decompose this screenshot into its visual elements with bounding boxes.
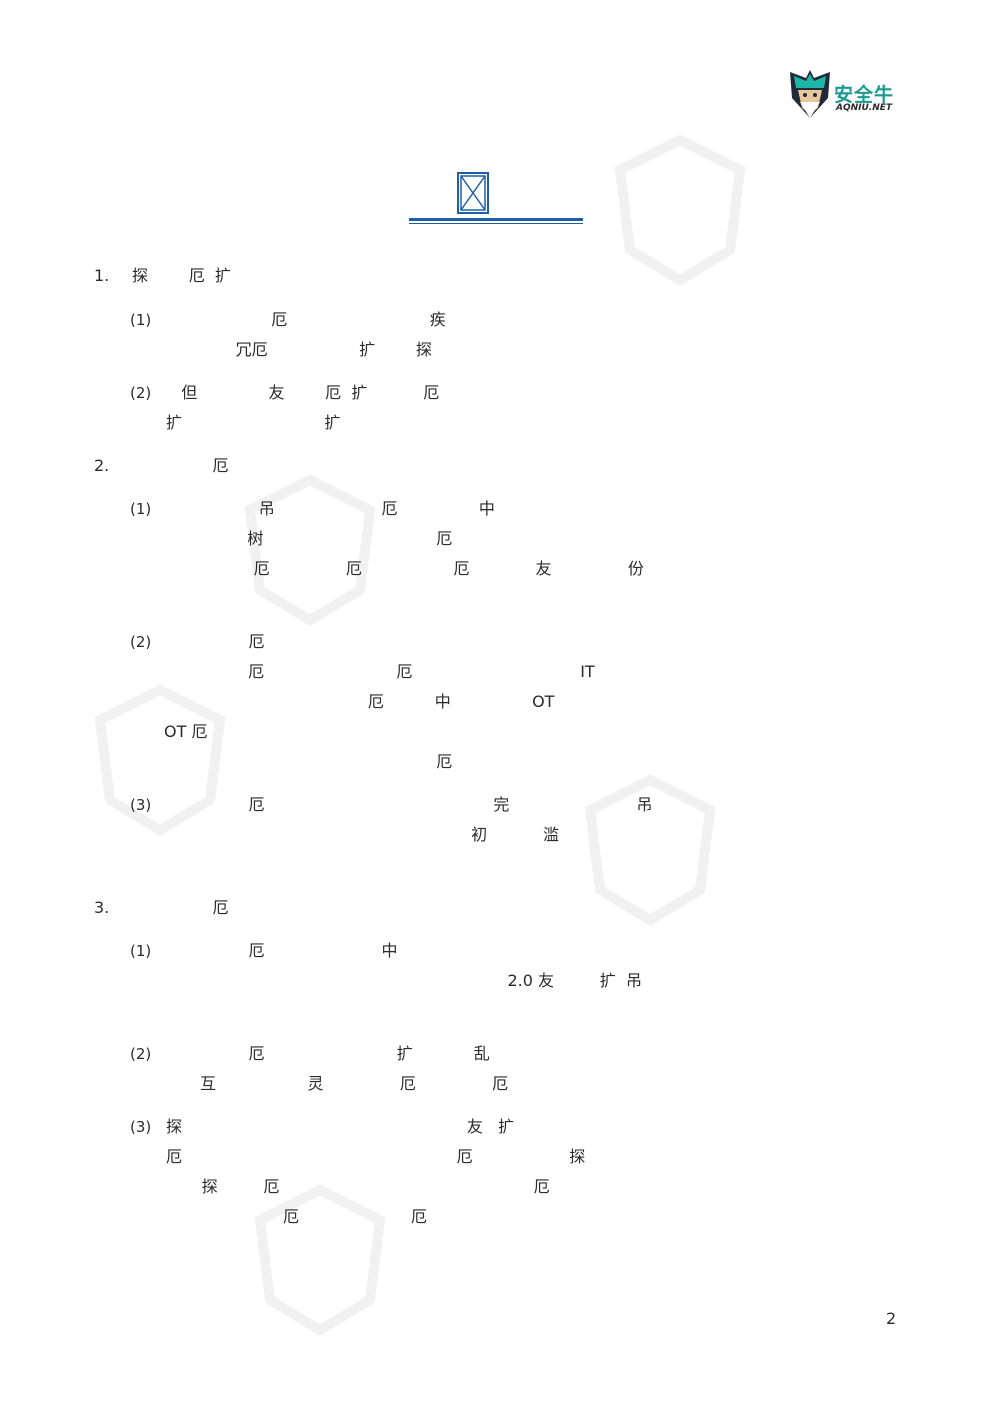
item-line: 厄 厄 IT: [182, 662, 600, 681]
page-number: 2: [886, 1309, 897, 1328]
item-number: (1): [130, 311, 152, 329]
item-line: 探 厄 厄: [166, 1177, 621, 1196]
item-line: 吊 厄 中: [218, 499, 623, 518]
brand-name: 安全牛: [834, 84, 895, 106]
item-number: (1): [130, 942, 152, 960]
item-number: (2): [130, 1045, 152, 1063]
item-line: 厄 中: [218, 941, 637, 960]
item-line: 厄 厄: [166, 1207, 570, 1226]
item-line: 厄: [182, 752, 499, 771]
item-line: 扩 扩: [166, 413, 341, 432]
item-line: 冗厄 扩 探: [200, 340, 473, 359]
item-line: OT 厄: [164, 722, 549, 741]
title-underline-thin: [409, 223, 583, 224]
item-line: 初 滥: [166, 825, 600, 844]
item-number: (1): [130, 500, 152, 518]
item-line: [182, 855, 523, 875]
brand-logo-icon: [790, 70, 830, 118]
section-heading: 厄: [182, 898, 270, 917]
item-number: (2): [130, 633, 152, 651]
section-heading: 厄: [182, 456, 315, 475]
watermark-shield-icon: [94, 684, 226, 836]
item-line: 厄 完 吊: [218, 795, 653, 814]
item-line: 厄 疾: [200, 310, 568, 329]
section-heading: 探 厄 扩: [132, 266, 231, 285]
section-number: 3.: [94, 898, 110, 917]
item-number: (2): [130, 384, 152, 402]
item-line: 厄 厄 探: [166, 1147, 586, 1166]
watermark-shield-icon: [584, 774, 716, 926]
title-underline: [409, 218, 583, 221]
section-number: 2.: [94, 456, 110, 475]
item-line: 厄 扩 乱: [218, 1044, 623, 1063]
item-number: (3): [130, 1118, 152, 1136]
watermark-shield-icon: [244, 474, 376, 626]
item-line: 2.0 友 扩 吊: [182, 971, 653, 990]
section-number: 1.: [94, 266, 110, 285]
item-line: 树 厄: [166, 529, 565, 548]
item-line: 但 友 厄 扩 厄: [166, 383, 577, 402]
watermark-shield-icon: [614, 134, 746, 286]
item-line: 厄 厄 厄 友 份: [218, 559, 644, 578]
item-line: 厄: [218, 632, 616, 651]
item-line: 探 友 扩: [166, 1117, 616, 1136]
item-number: (3): [130, 796, 152, 814]
title-glyph-icon: [457, 172, 489, 214]
item-line: [236, 589, 516, 609]
brand-url: AQNIU.NET: [836, 103, 893, 113]
watermark-shield-icon: [254, 1184, 386, 1336]
item-line: 互 灵 厄 厄: [200, 1074, 549, 1093]
item-line: 厄 中 OT: [200, 692, 636, 711]
